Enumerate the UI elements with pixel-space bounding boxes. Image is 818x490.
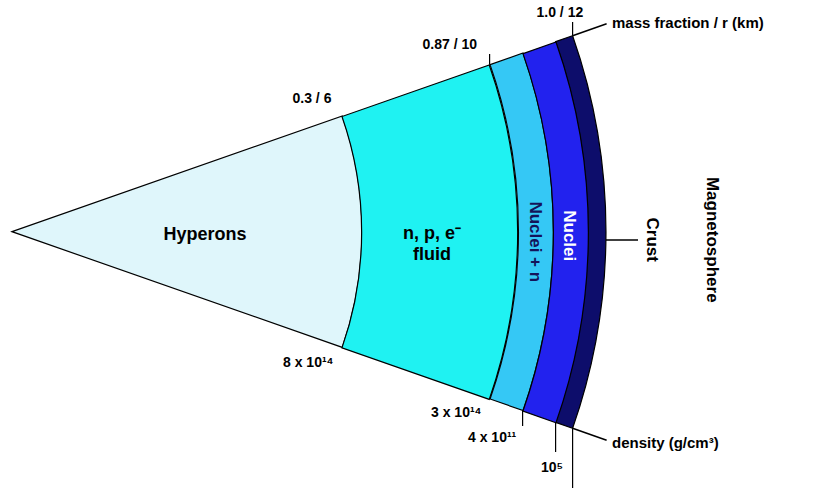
scale-value: 0.3 / 6 (293, 90, 332, 106)
axis-line (573, 428, 607, 440)
band-shape (523, 42, 588, 423)
tick-line (555, 422, 556, 452)
layer-name: Nuclei + n (526, 201, 546, 282)
scale-value: 3 x 10¹⁴ (431, 404, 482, 420)
region-label: Magnetosphere (702, 177, 722, 303)
band-shape (12, 116, 362, 347)
region-label: Crust (642, 218, 662, 262)
tick-line (489, 54, 490, 65)
layer-band: n, p, e⁻ fluid (342, 65, 518, 399)
scale-value: 1.0 / 12 (537, 4, 584, 20)
layer-name: n, p, e⁻ fluid (384, 223, 480, 264)
scale-value: 10⁵ (541, 459, 563, 475)
layer-name: Hyperons (164, 224, 247, 245)
scale-value: mass fraction / r (km) (612, 14, 764, 31)
band-shape (342, 65, 518, 399)
layer-name: Nuclei (560, 210, 580, 261)
layer-band: Hyperons (12, 116, 362, 347)
tick-line (572, 22, 573, 36)
leader-line (606, 239, 638, 241)
scale-value: 4 x 10¹¹ (468, 429, 516, 445)
tick-line (522, 411, 523, 426)
scale-value: 0.87 / 10 (423, 36, 478, 52)
scale-value: 8 x 10¹⁴ (283, 354, 334, 370)
axis-line (573, 24, 607, 36)
tick-line (572, 428, 573, 488)
scale-value: density (g/cm³) (612, 434, 719, 451)
